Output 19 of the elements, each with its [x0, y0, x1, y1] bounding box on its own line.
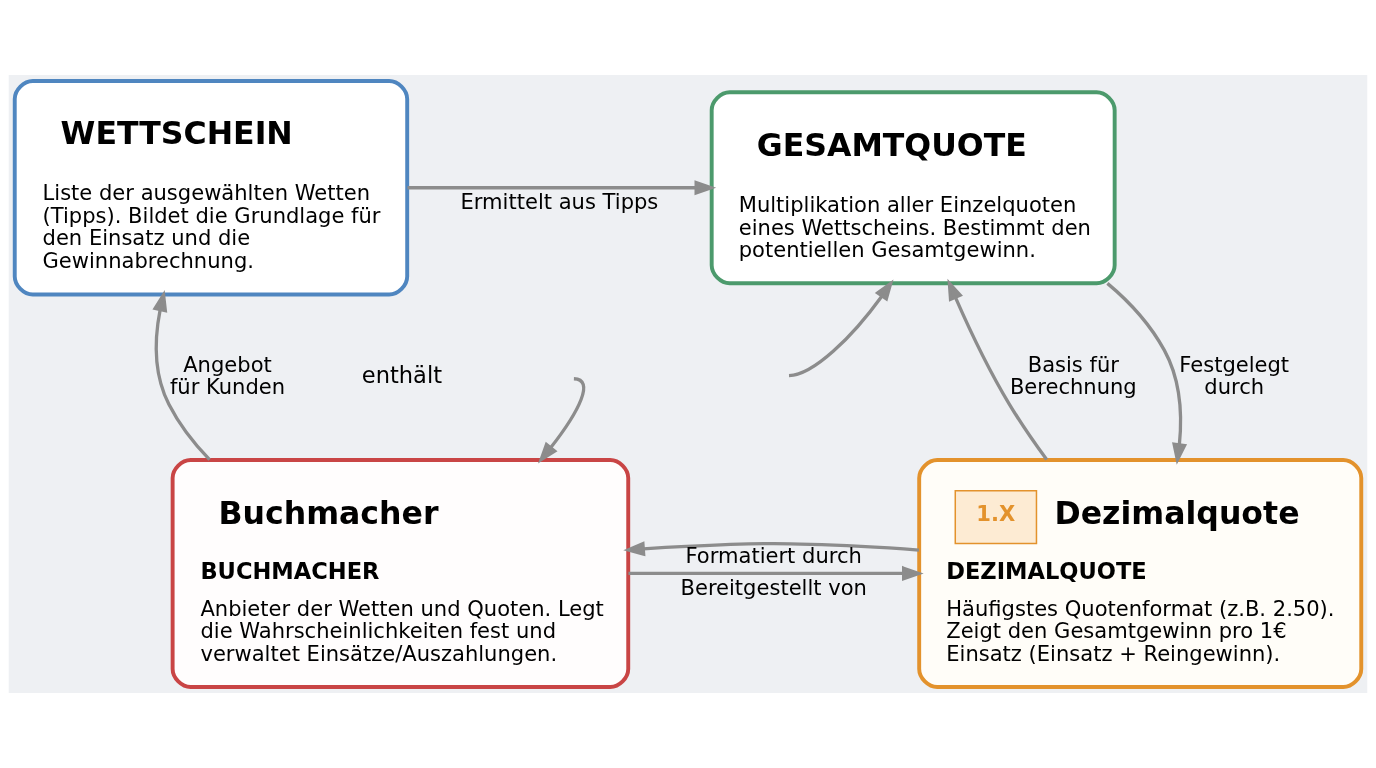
node-box: 1.X Dezimalquote DEZIMALQUOTE Häufigstes Quotenformat (z.B. 2.50). Zeigt den Gesamtgewinn pro 1€ Einsatz (Einsatz + Reingewinn).: [917, 457, 1364, 689]
arrow: [1106, 282, 1188, 465]
label: enthält: [361, 361, 443, 388]
arrow: [947, 278, 1048, 461]
node-box: GESAMTQUOTE Multiplikation aller Einzelquoten eines Wettscheins. Bestimmt den potentiellen Gesamtgewinn.: [709, 90, 1117, 286]
edge-label: Bereitgestellt von: [680, 574, 867, 600]
edge-label: Angebot für Kunden: [169, 351, 286, 400]
arrow: [788, 279, 894, 378]
arrow: [407, 180, 717, 196]
arrow: [152, 289, 211, 461]
node-box: Buchmacher BUCHMACHER Anbieter der Wetten und Quoten. Legt die Wahrscheinlichkeiten fest und verwaltet Einsätze/Auszahlungen.: [170, 457, 631, 689]
node-box: WETTSCHEIN Liste der ausgewählten Wetten (Tipps). Bildet die Grundlage für den Einsatz und die Gewinnabrechnung.: [12, 79, 410, 297]
arrow: [537, 377, 586, 464]
edge-label: Basis für Berechnung: [1009, 351, 1137, 400]
arrow: [628, 565, 924, 582]
edge-label: Festgelegt durch: [1179, 351, 1290, 400]
edge-label: Ermittelt aus Tipps: [460, 189, 659, 215]
arrow: [623, 541, 920, 557]
edge-label: Formatiert durch: [685, 543, 862, 569]
